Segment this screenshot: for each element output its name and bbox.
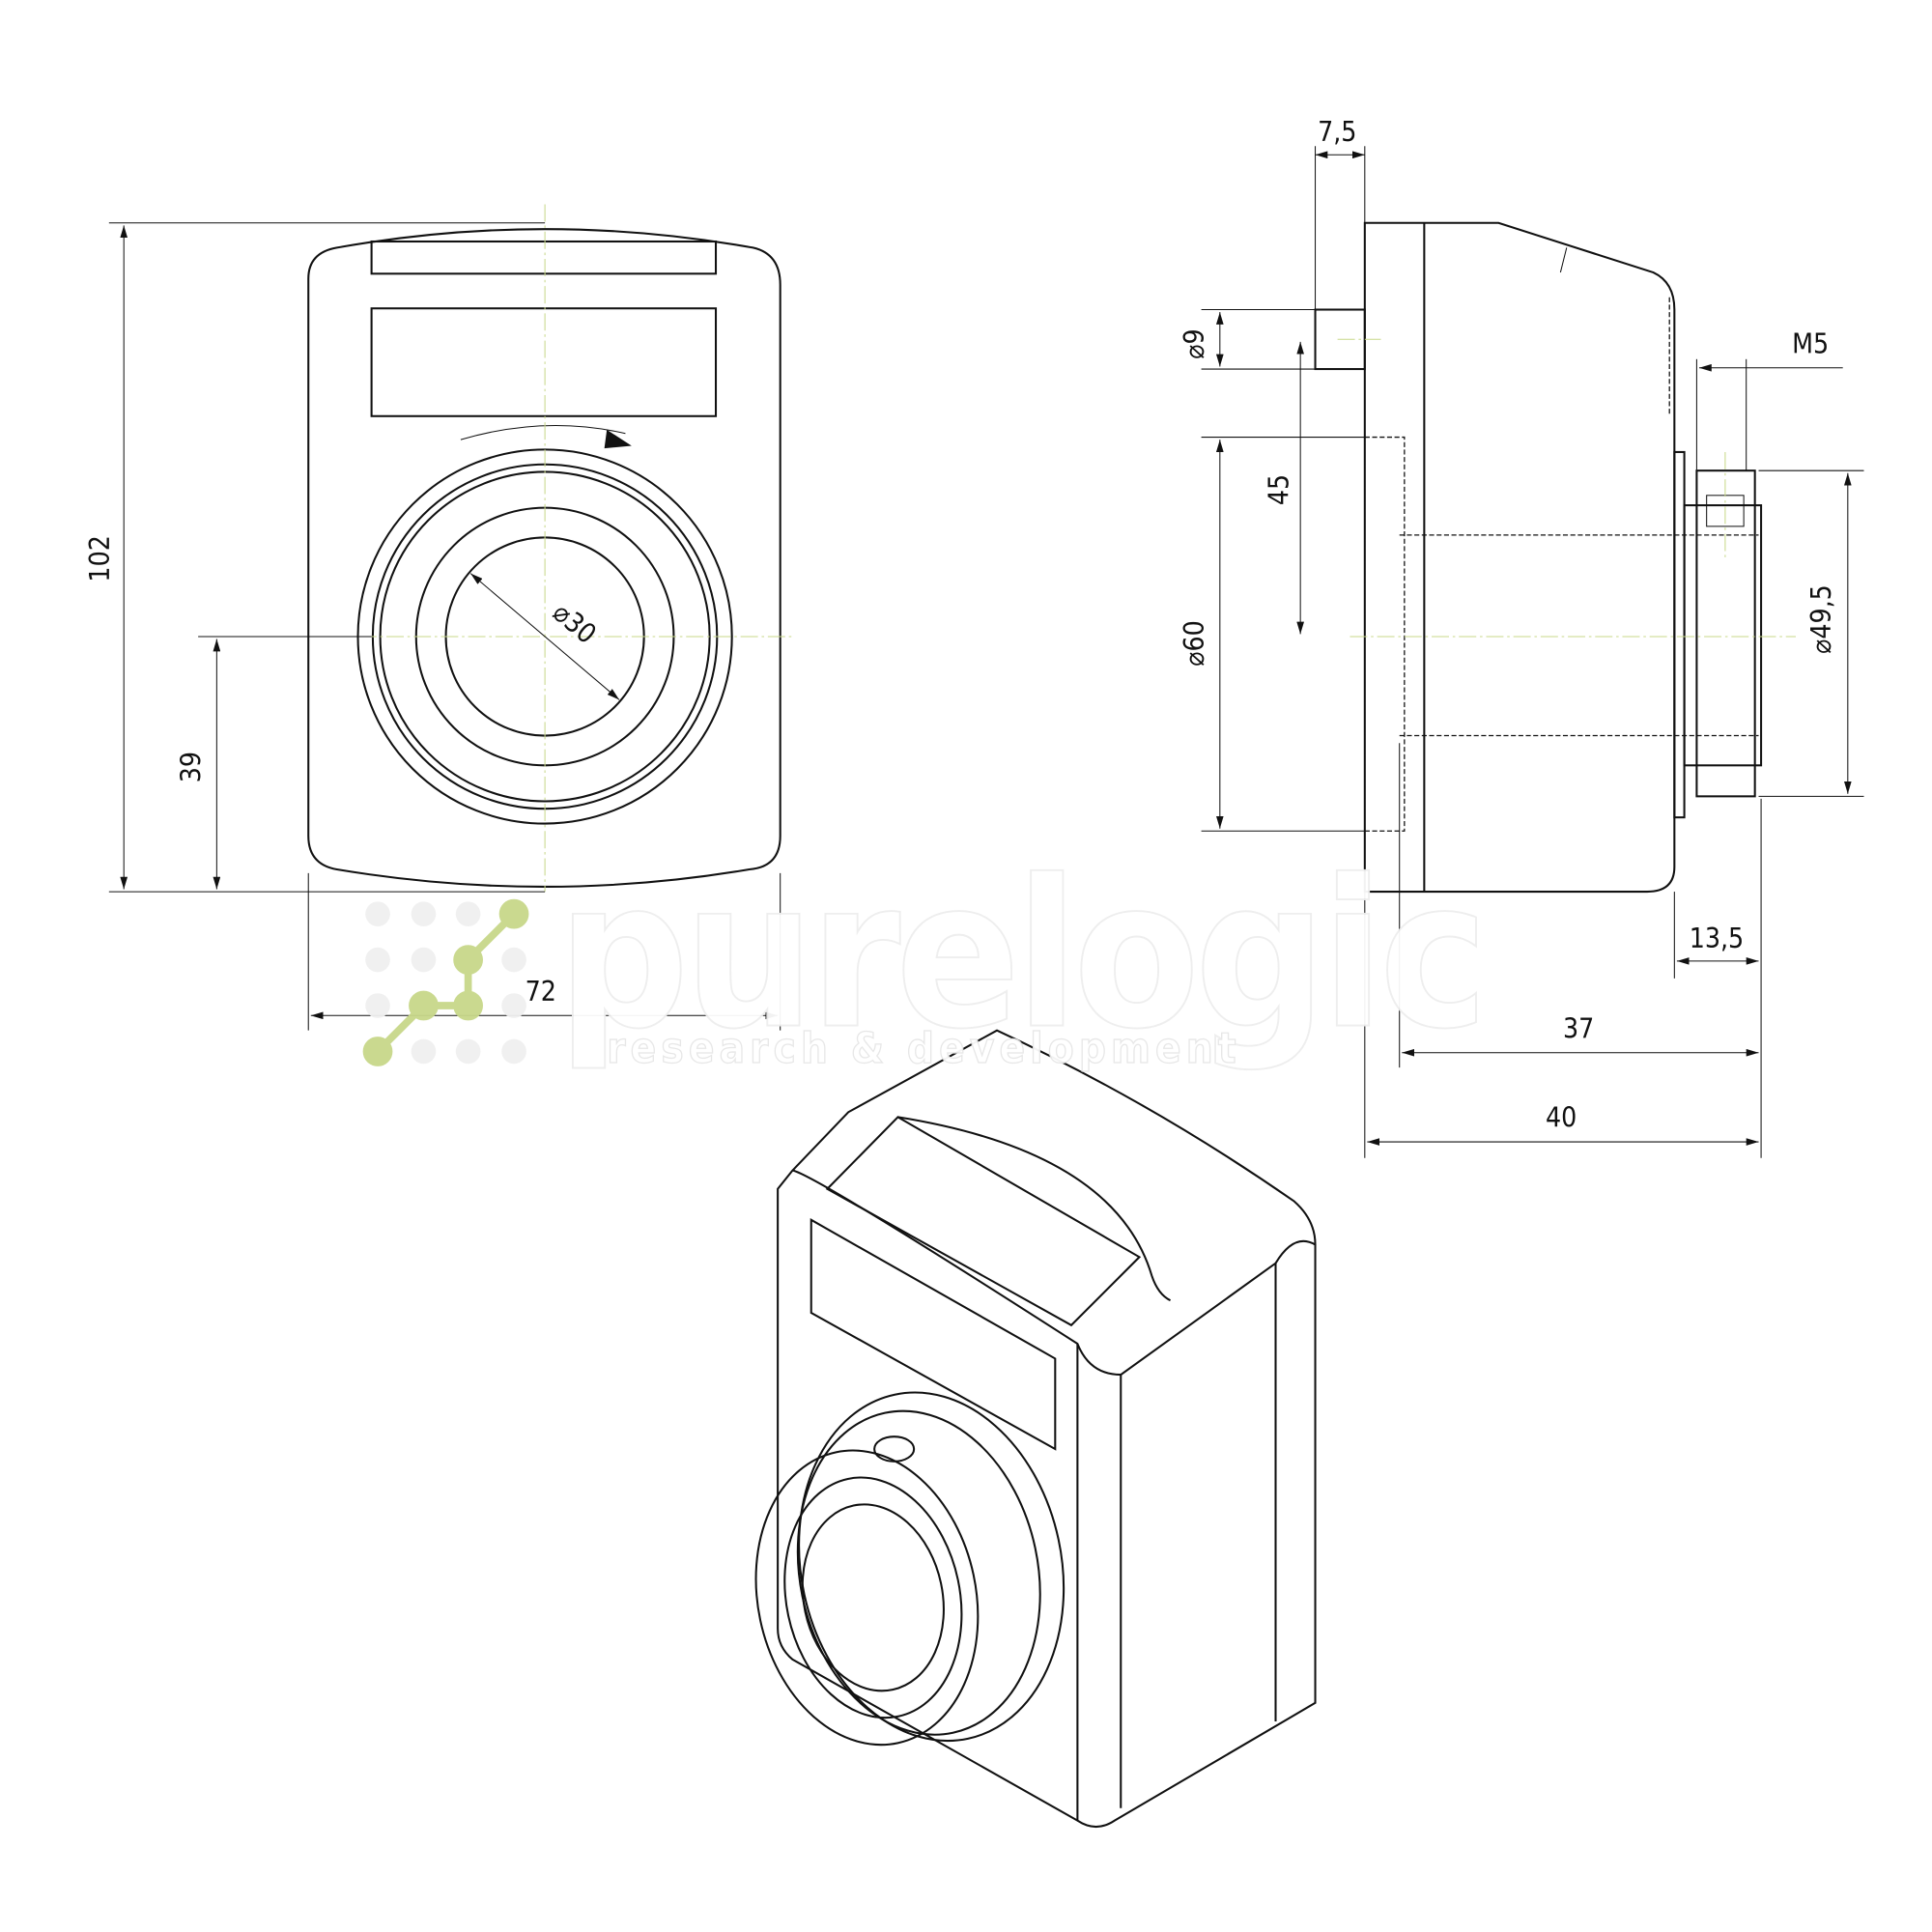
watermark-tagline: research & development [607,1025,1240,1073]
overall-depth-label: 40 [1546,1102,1577,1134]
isometric-view [754,1029,1317,1829]
body-depth-label: 37 [1563,1012,1594,1044]
thread-label: M5 [1792,327,1829,359]
bore-label: ⌀30 [547,596,603,650]
front-view: ⌀30 102 39 72 [84,204,793,1031]
height-label: 102 [84,535,116,582]
collar-diameter-label: ⌀49,5 [1805,584,1837,654]
hub-diameter-label: ⌀60 [1179,620,1210,667]
watermark-logo: purelogic research & development [362,836,1490,1074]
watermark-brand: purelogic [557,837,1484,1074]
center-height-label: 39 [176,752,208,782]
pin-diameter-label: ⌀9 [1179,328,1210,358]
offset-label: 7,5 [1318,116,1356,148]
width-label: 72 [526,976,556,1008]
collar-depth-label: 13,5 [1690,923,1744,954]
pin-center-label: 45 [1263,474,1294,505]
side-view: 7,5 ⌀9 45 ⌀60 M5 ⌀49,5 13,5 37 40 [1179,116,1864,1158]
